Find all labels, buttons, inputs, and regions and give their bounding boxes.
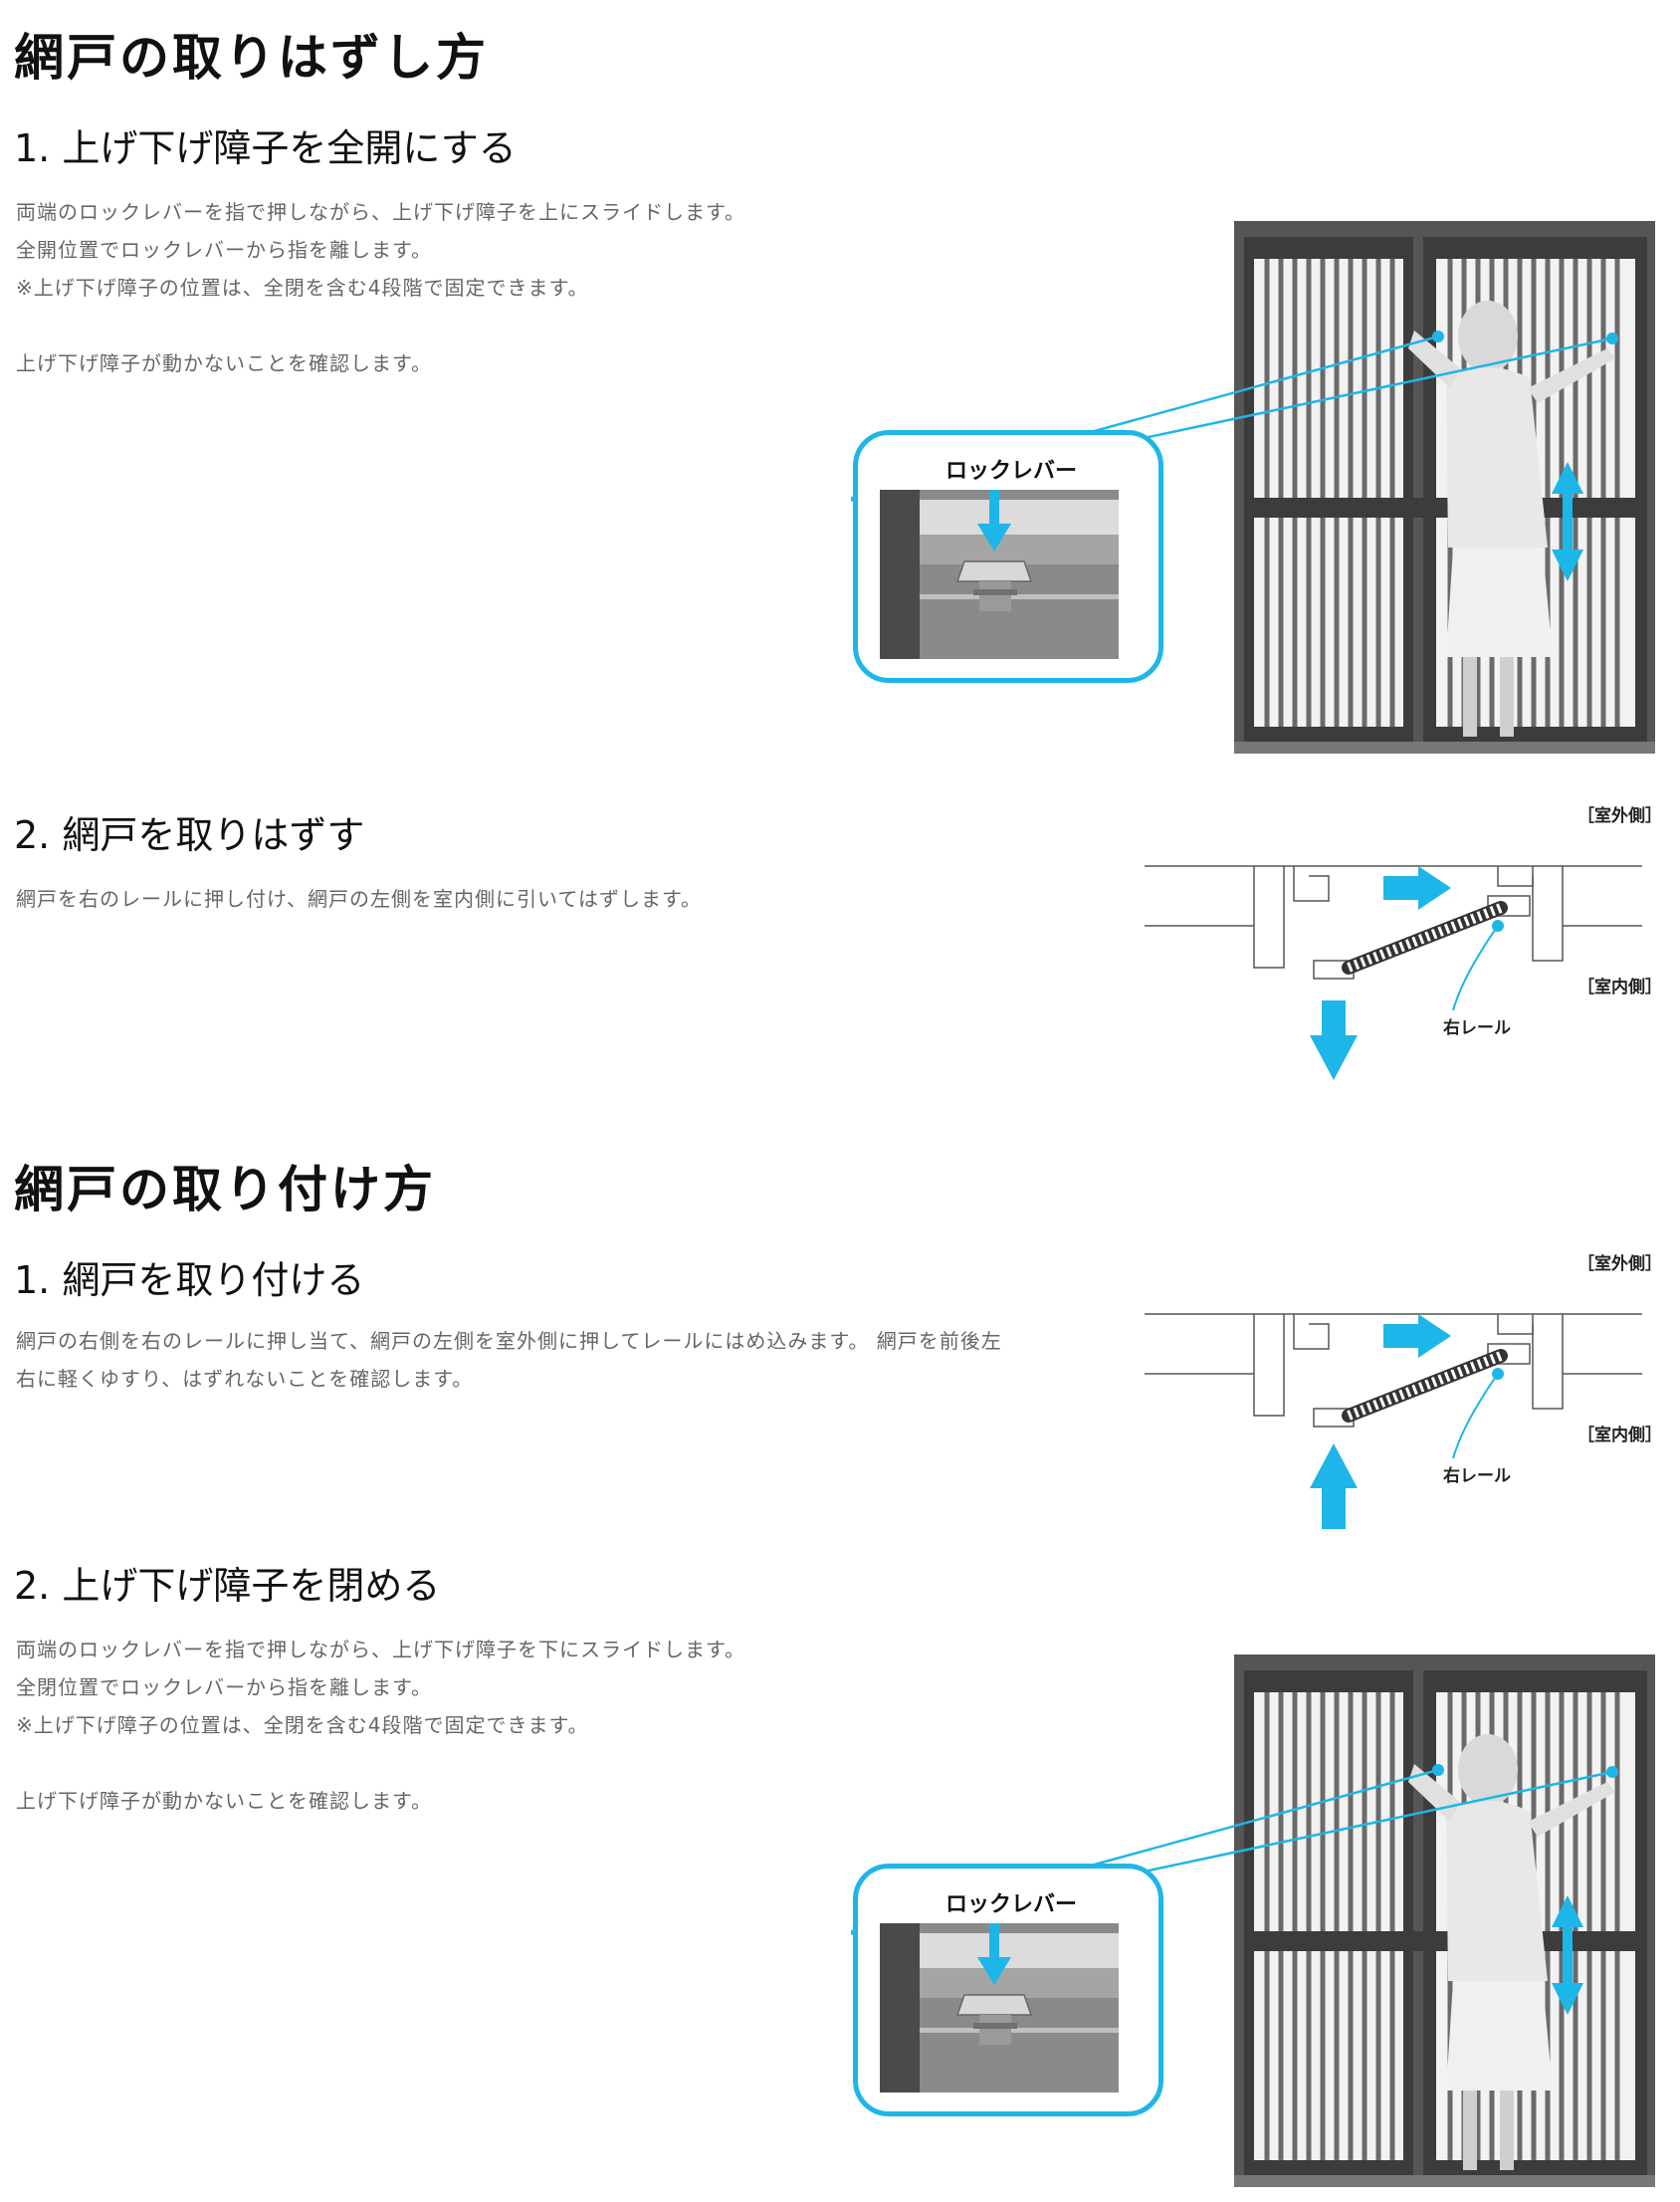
install-step1-heading: 1. 網戸を取り付ける [14,1258,365,1302]
text-line: 全閉位置でロックレバーから指を離します。 [16,1675,432,1699]
window-photo-open [851,221,1655,754]
text-line: 網戸の右側を右のレールに押し当て、網戸の左側を室外側に押してレールにはめ込みます… [16,1329,1002,1353]
removal-step1-heading: 1. 上げ下げ障子を全開にする [14,126,517,170]
lever-label: ロックレバー [945,1892,1078,1917]
lever-inset: ロックレバー [853,430,1163,683]
screen-panel [1342,901,1508,975]
text-line: ※上げ下げ障子の位置は、全閉を含む4段階で固定できます。 [16,276,589,300]
rail-label: 右レール [1443,1465,1511,1486]
pull-down-arrow-icon [1310,1000,1358,1080]
screen-panel [1342,1349,1508,1423]
person-figure [1408,1734,1615,2170]
rail-diagram-remove: ［室外側］ ［室内側］ 右レール [1145,805,1662,1080]
updown-arrow-icon [1552,462,1583,581]
text-line: 上げ下げ障子が動かないことを確認します。 [16,1789,432,1813]
removal-step1-text: 両端のロックレバーを指で押しながら、上げ下げ障子を上にスライドします。 全開位置… [16,193,745,382]
rail-pointer [1452,1373,1499,1459]
removal-step2-text: 網戸を右のレールに押し付け、網戸の左側を室内側に引いてはずします。 [16,880,702,918]
text-line: 両端のロックレバーを指で押しながら、上げ下げ障子を下にスライドします。 [16,1638,745,1661]
text-line [16,307,745,344]
text-line: 右に軽くゆすり、はずれないことを確認します。 [16,1367,474,1391]
text-line: 全開位置でロックレバーから指を離します。 [16,238,432,262]
push-up-arrow-icon [1310,1443,1358,1529]
window-photo-close [851,1654,1655,2187]
rail-pointer-dot [1492,1368,1504,1380]
rail-label: 右レール [1443,1017,1511,1038]
push-right-arrow-icon [1383,1314,1451,1358]
lever-inset: ロックレバー [853,1864,1163,2116]
text-line [16,1744,745,1782]
outside-label: ［室外側］ [1577,1253,1662,1274]
push-right-arrow-icon [1383,866,1451,910]
removal-step2-heading: 2. 網戸を取りはずす [14,813,365,857]
rail-pointer [1452,925,1499,1011]
lever-photo [880,490,1119,659]
install-title: 網戸の取り付け方 [14,1161,436,1218]
text-line: ※上げ下げ障子の位置は、全閉を含む4段階で固定できます。 [16,1713,589,1737]
text-line: 網戸を右のレールに押し付け、網戸の左側を室内側に引いてはずします。 [16,887,702,911]
rail-pointer-dot [1492,920,1504,932]
updown-arrow-icon [1552,1895,1583,2015]
removal-title: 網戸の取りはずし方 [14,29,489,87]
inside-label: ［室内側］ [1577,1425,1662,1445]
install-step1-text: 網戸の右側を右のレールに押し当て、網戸の左側を室外側に押してレールにはめ込みます… [16,1322,1002,1398]
text-line: 両端のロックレバーを指で押しながら、上げ下げ障子を上にスライドします。 [16,200,745,224]
lever-label: ロックレバー [945,459,1078,484]
inside-label: ［室内側］ [1577,977,1662,997]
window-photo [1234,221,1655,754]
lever-photo [880,1923,1119,2092]
rail-diagram-install: ［室外側］ ［室内側］ 右レール [1145,1253,1662,1529]
window-photo [1234,1654,1655,2187]
install-step2-heading: 2. 上げ下げ障子を閉める [14,1564,441,1608]
person-figure [1408,301,1615,737]
outside-label: ［室外側］ [1577,805,1662,826]
text-line: 上げ下げ障子が動かないことを確認します。 [16,351,432,375]
install-step2-text: 両端のロックレバーを指で押しながら、上げ下げ障子を下にスライドします。 全閉位置… [16,1631,745,1820]
